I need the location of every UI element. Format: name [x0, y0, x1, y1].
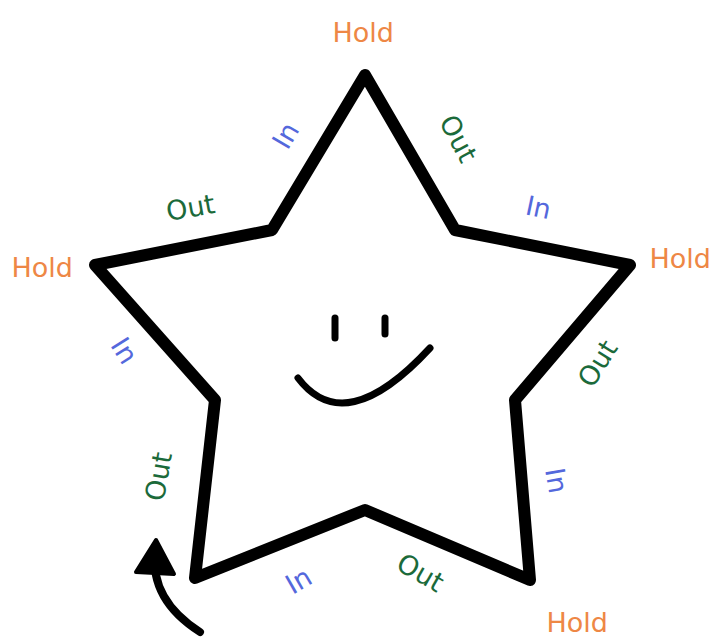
breath-label: Out [435, 110, 482, 166]
breath-label: In [267, 117, 303, 152]
breath-label: Out [573, 335, 622, 391]
breath-label: In [280, 562, 315, 598]
smile [298, 348, 430, 403]
start-arrowhead [136, 540, 174, 574]
breath-label: In [523, 191, 553, 223]
breath-label: In [106, 332, 142, 368]
breath-label: Out [392, 548, 448, 596]
eye [332, 318, 339, 338]
breath-label: Out [140, 450, 175, 503]
breath-label: Hold [547, 609, 608, 636]
star-outline [95, 75, 630, 580]
breath-label: Hold [650, 245, 711, 272]
breath-label: Hold [333, 19, 394, 46]
breath-label: Out [164, 189, 217, 224]
eye [382, 318, 389, 334]
breath-label: In [541, 465, 572, 494]
breath-label: Hold [12, 254, 73, 281]
